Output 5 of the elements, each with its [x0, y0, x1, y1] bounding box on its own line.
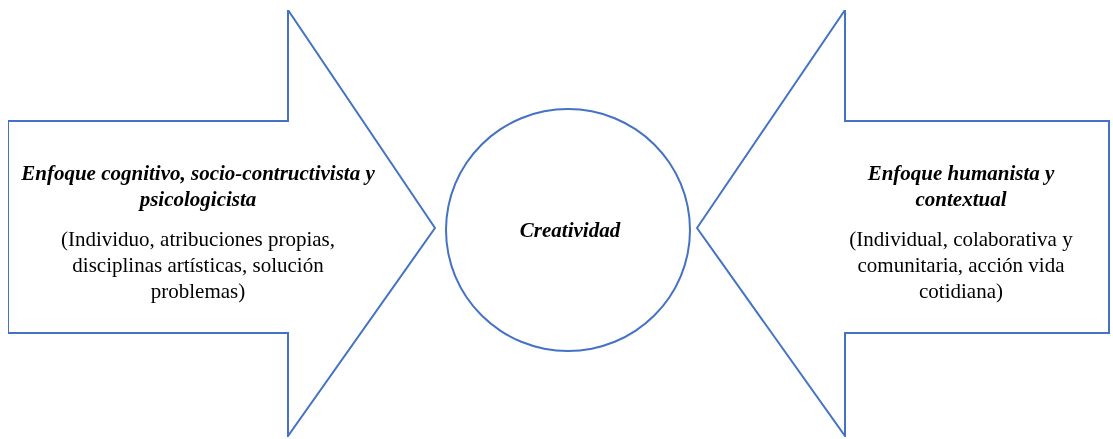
- body-text: (Individuo, atribuciones propias, disciplinas artísticas, solución problemas): [59, 226, 337, 304]
- heading-text: Enfoque humanista y contextual: [866, 160, 1056, 212]
- heading-text: Enfoque cognitivo, socio-contructivista y psicologicista: [20, 160, 376, 212]
- heading-text: Creatividad: [518, 217, 622, 243]
- body-text: (Individual, colaborativa y comunitaria, acción vida cotidiana): [848, 226, 1074, 304]
